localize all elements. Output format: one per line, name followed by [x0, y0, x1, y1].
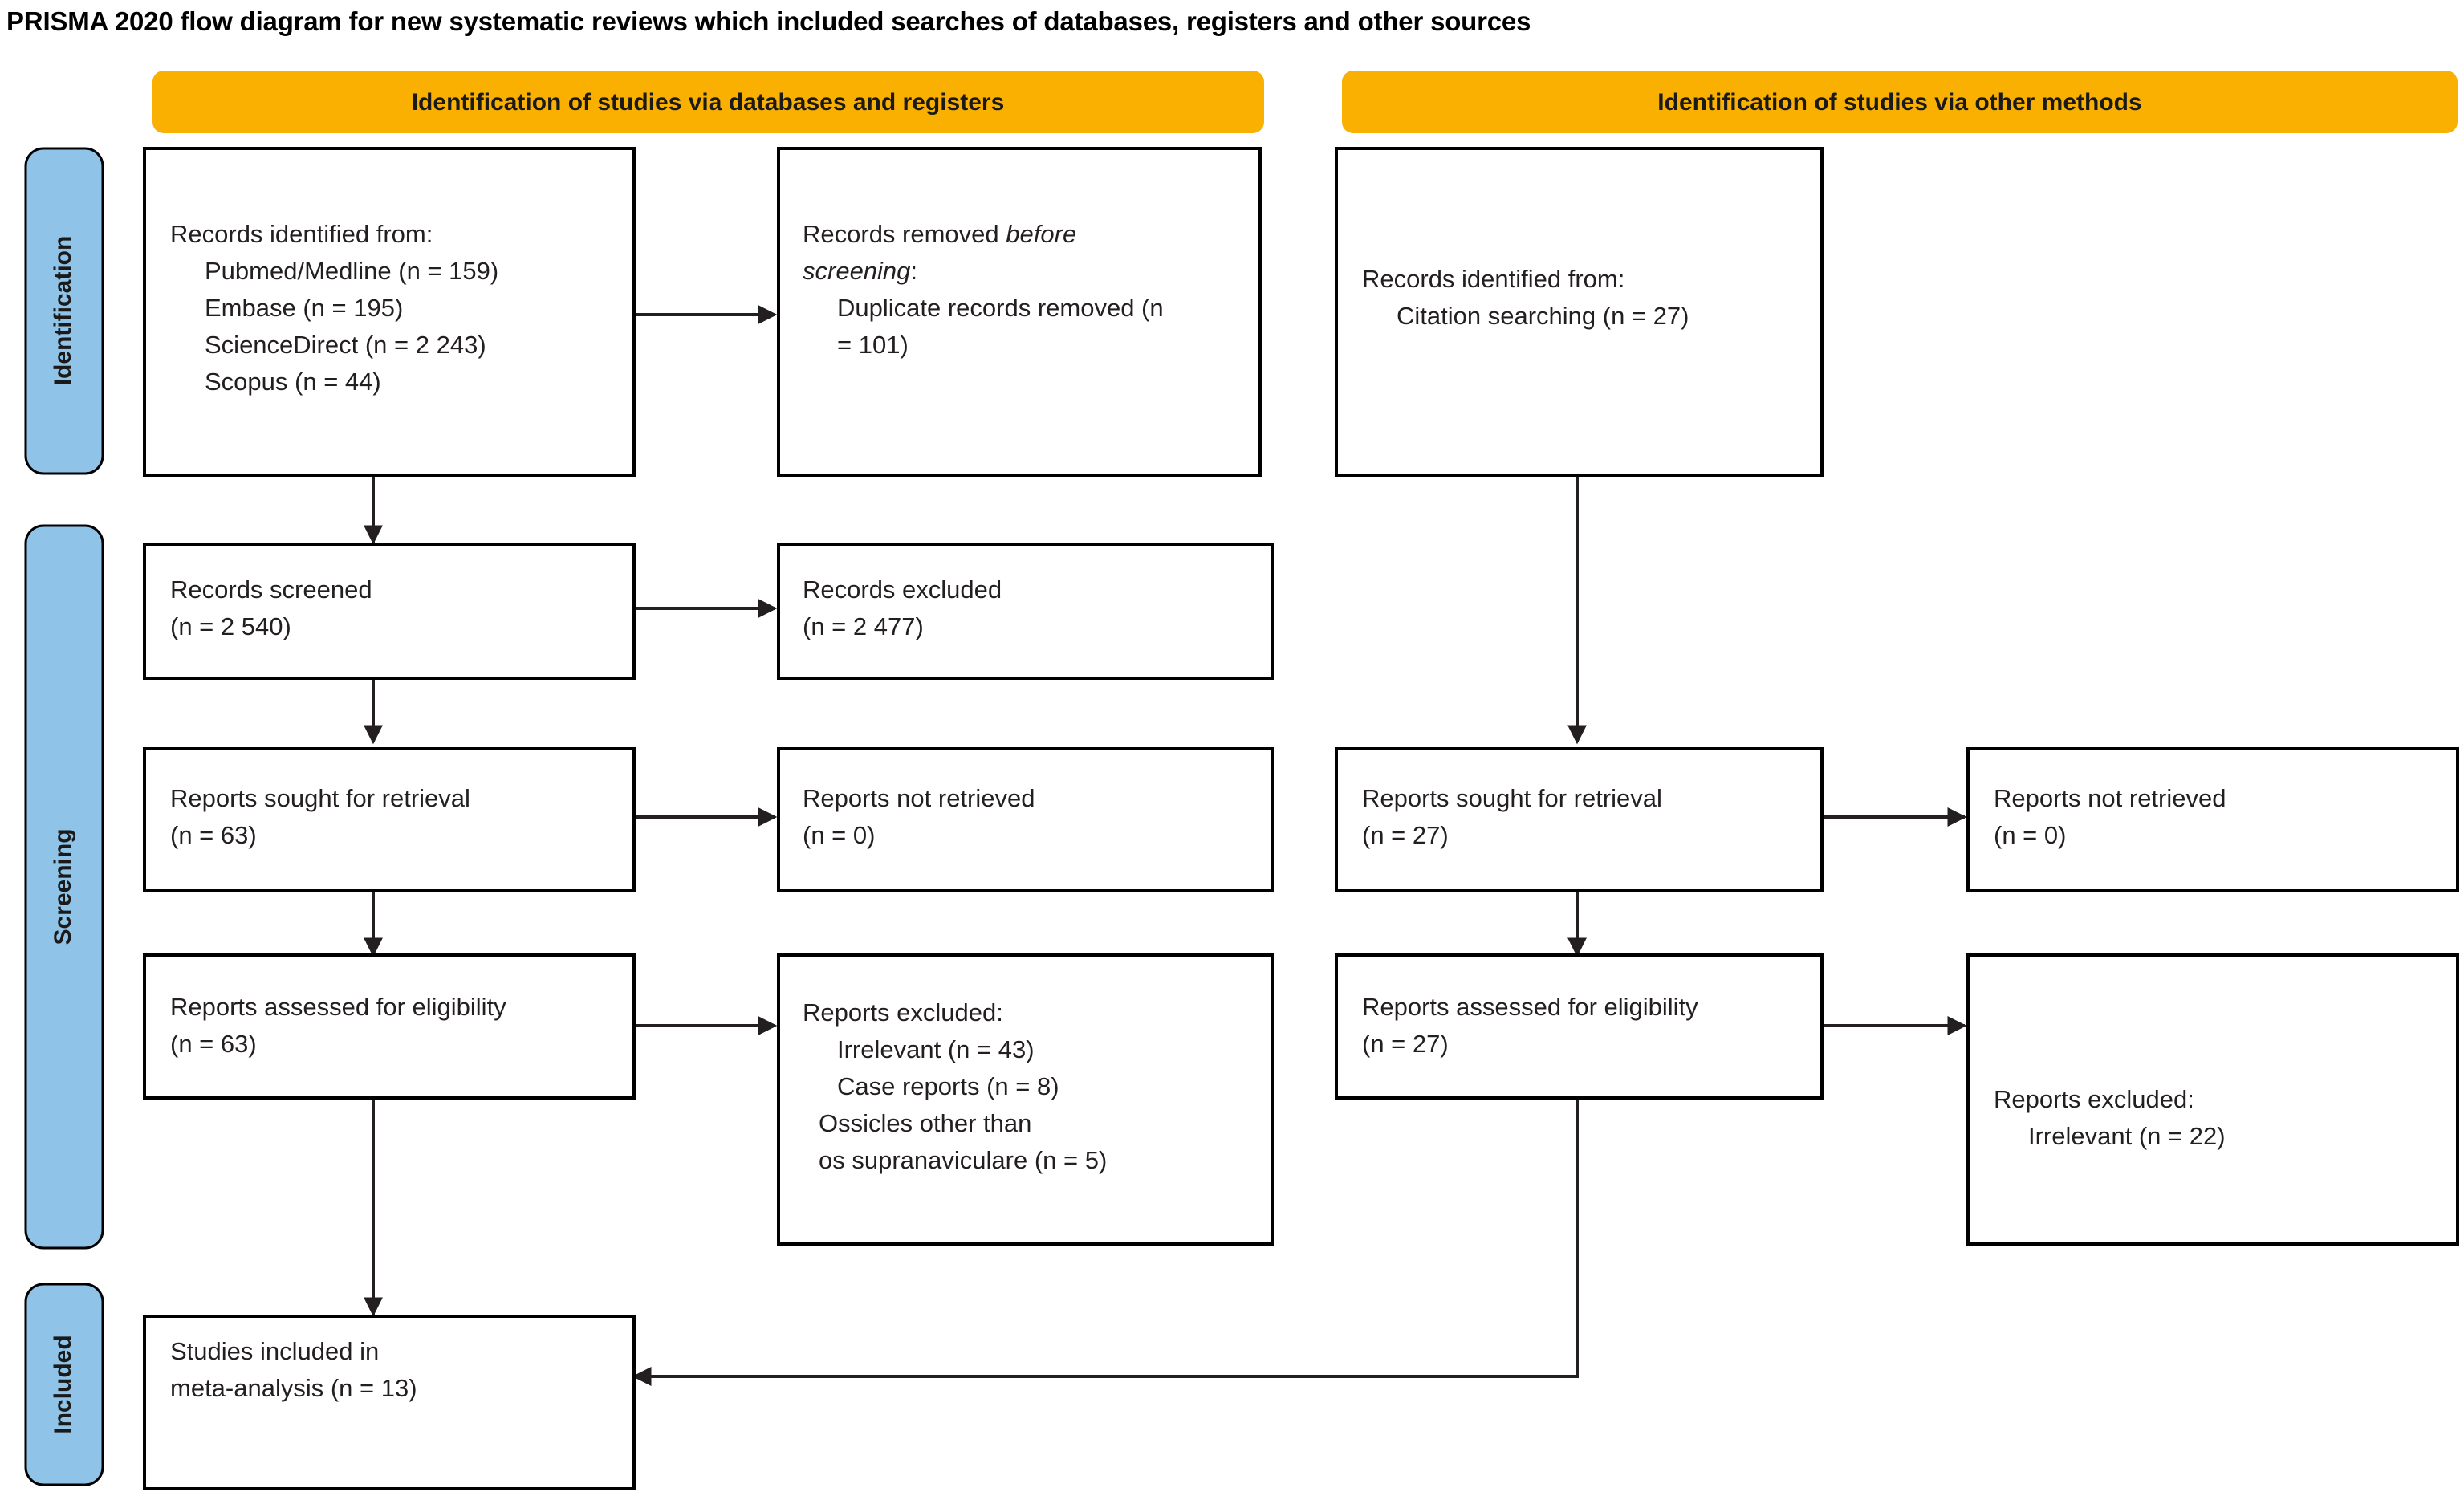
- box-reports-assessed-other-methods: Reports assessed for eligibility (n = 27…: [1335, 953, 1824, 1100]
- connector-assessed-other-to-included: [632, 1098, 1579, 1386]
- box-reports-excluded-other-methods: Reports excluded: Irrelevant (n = 22): [1966, 953, 2459, 1246]
- box-line: Scopus (n = 44): [205, 368, 381, 396]
- box-line: Records identified from:: [170, 220, 433, 248]
- box-line: (n = 2 477): [803, 612, 924, 640]
- box-line: Reports assessed for eligibility: [170, 993, 506, 1021]
- header-band-other-methods: Identification of studies via other meth…: [1342, 71, 2458, 133]
- box-line: Records removed before: [803, 220, 1076, 248]
- box-line-part: Records removed: [803, 220, 1006, 248]
- box-studies-included: Studies included in meta-analysis (n = 1…: [143, 1315, 636, 1490]
- box-line: Records screened: [170, 575, 372, 604]
- connectors: [364, 305, 1967, 1386]
- box-records-identified-other-methods: Records identified from: Citation search…: [1335, 147, 1824, 477]
- box-line: screening:: [803, 257, 917, 285]
- box-line: meta-analysis (n = 13): [170, 1374, 417, 1402]
- box-line-part-italic: screening: [803, 257, 910, 285]
- box-line: (n = 63): [170, 821, 257, 849]
- box-line: ScienceDirect (n = 2 243): [205, 331, 486, 359]
- box-records-removed-before-screening: Records removed before screening: Duplic…: [777, 147, 1262, 477]
- stage-label-included: Included: [50, 1335, 76, 1433]
- box-line: (n = 2 540): [170, 612, 291, 640]
- box-line: Irrelevant (n = 22): [2028, 1122, 2226, 1150]
- box-line: Ossicles other than: [819, 1109, 1031, 1137]
- box-line: Records excluded: [803, 575, 1002, 604]
- box-reports-not-retrieved-databases: Reports not retrieved (n = 0): [777, 747, 1274, 892]
- stage-band-identification: Identification: [24, 147, 104, 475]
- page-title: PRISMA 2020 flow diagram for new systema…: [6, 6, 1531, 36]
- box-line: (n = 0): [1994, 821, 2066, 849]
- box-line-part: :: [910, 257, 917, 285]
- stage-band-screening: Screening: [24, 524, 104, 1250]
- header-label-databases: Identification of studies via databases …: [412, 89, 1005, 116]
- box-reports-sought-databases: Reports sought for retrieval (n = 63): [143, 747, 636, 892]
- box-line: Pubmed/Medline (n = 159): [205, 257, 498, 285]
- box-records-identified-databases: Records identified from: Pubmed/Medline …: [143, 147, 636, 477]
- box-line: Reports assessed for eligibility: [1362, 993, 1698, 1021]
- stage-band-included: Included: [24, 1283, 104, 1486]
- header-label-other-methods: Identification of studies via other meth…: [1657, 89, 2141, 116]
- header-band-databases: Identification of studies via databases …: [152, 71, 1264, 133]
- box-line: Records identified from:: [1362, 265, 1624, 293]
- box-line: Case reports (n = 8): [837, 1072, 1059, 1100]
- box-line: (n = 27): [1362, 821, 1449, 849]
- box-line: Reports sought for retrieval: [1362, 784, 1662, 812]
- box-line: = 101): [837, 331, 909, 359]
- box-line: Irrelevant (n = 43): [837, 1035, 1035, 1063]
- box-line: Reports excluded:: [1994, 1085, 2194, 1113]
- box-line: Reports not retrieved: [803, 784, 1035, 812]
- box-reports-excluded-databases: Reports excluded: Irrelevant (n = 43) Ca…: [777, 953, 1274, 1246]
- stage-label-screening: Screening: [50, 828, 76, 945]
- box-line-part-italic: before: [1006, 220, 1076, 248]
- box-line: Reports sought for retrieval: [170, 784, 470, 812]
- stage-label-identification: Identification: [50, 236, 76, 386]
- box-records-screened: Records screened (n = 2 540): [143, 543, 636, 680]
- box-line: Citation searching (n = 27): [1397, 302, 1689, 330]
- box-records-excluded: Records excluded (n = 2 477): [777, 543, 1274, 680]
- box-line: (n = 63): [170, 1030, 257, 1058]
- box-line: Reports excluded:: [803, 998, 1003, 1027]
- box-line: Embase (n = 195): [205, 294, 403, 322]
- box-line: Duplicate records removed (n: [837, 294, 1164, 322]
- box-reports-assessed-databases: Reports assessed for eligibility (n = 63…: [143, 953, 636, 1100]
- box-line: os supranaviculare (n = 5): [819, 1146, 1107, 1174]
- box-line: Studies included in: [170, 1337, 379, 1365]
- box-reports-sought-other-methods: Reports sought for retrieval (n = 27): [1335, 747, 1824, 892]
- box-reports-not-retrieved-other-methods: Reports not retrieved (n = 0): [1966, 747, 2459, 892]
- box-line: Reports not retrieved: [1994, 784, 2226, 812]
- box-line: (n = 0): [803, 821, 875, 849]
- box-line: (n = 27): [1362, 1030, 1449, 1058]
